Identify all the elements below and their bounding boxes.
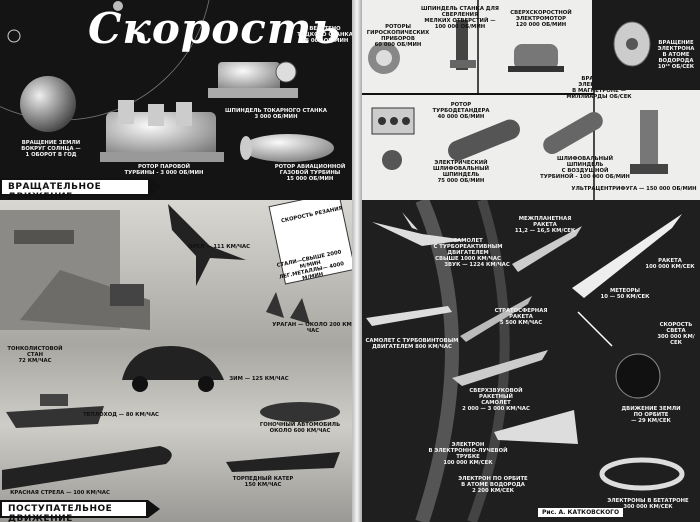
label-steam-turbine: РОТОР ПАРОВОЙ ТУРБИНЫ - 3 000 об/мин: [124, 164, 204, 176]
banner-translational-motion: ПОСТУПАТЕЛЬНОЕ ДВИЖЕНИЕ: [0, 500, 160, 522]
air-turbine-spindle-icon: [543, 112, 603, 154]
label-sound: ЗВУК — 1224 км/час: [444, 262, 510, 268]
translation-right-illustration: [366, 200, 685, 522]
label-light: СКОРОСТЬ СВЕТА 300 000 км/сек: [657, 322, 695, 346]
label-interplanetary: МЕЖПЛАНЕТНАЯ РАКЕТА 11,2 — 16,5 км/сек: [514, 216, 576, 234]
ship-icon: [6, 394, 104, 428]
panel-rotation-left: Скорость ВРАЩЕНИЕ ЗЕМЛИ ВОКРУГ СОЛНЦА — …: [0, 0, 352, 200]
label-electro-spindle: ЭЛЕКТРИЧЕСКИЙ ШЛИФОВАЛЬНЫЙ ШПИНДЕЛЬ 75 0…: [432, 160, 490, 184]
sun-light-icon: [615, 353, 661, 399]
rolling-mill-icon: [0, 210, 150, 330]
torpedo-boat-icon: [226, 452, 340, 472]
label-torpedo-boat: ТОРПЕДНЫЙ КАТЕР 150 км/час: [232, 476, 294, 488]
label-stratospheric: СТРАТОСФЕРНАЯ РАКЕТА 5 500 км/час: [494, 308, 548, 326]
betatron-ring-icon: [599, 457, 685, 491]
rotation-right-illustration: [362, 0, 668, 200]
label-earth-rotation: ВРАЩЕНИЕ ЗЕМЛИ ВОКРУГ СОЛНЦА — 1 ОБОРОТ …: [21, 140, 81, 158]
gyro-rotor-icon: [368, 42, 400, 74]
meteor-icon: [577, 311, 613, 347]
interplanetary-rocket-icon: [512, 226, 582, 272]
steam-turbine-icon: [100, 100, 224, 162]
label-zim: ЗИМ — 125 км/час: [229, 376, 289, 382]
supersonic-plane-icon: [452, 350, 548, 386]
label-earth-orbit: ДВИЖЕНИЕ ЗЕМЛИ ПО ОРБИТЕ — 29 км/сек: [621, 406, 681, 424]
electric-spindle-icon: [448, 119, 520, 161]
label-betatron: ЭЛЕКТРОНЫ В БЕТАТРОНЕ 300 000 км/сек: [607, 498, 689, 510]
race-car-icon: [260, 402, 340, 422]
label-race-car: ГОНОЧНЫЙ АВТОМОБИЛЬ около 600 км/час: [259, 422, 341, 434]
label-ultracentrifuge: УЛЬТРАЦЕНТРИФУГА — 150 000 об/мин: [571, 186, 697, 192]
red-arrow-train-icon: [2, 446, 172, 490]
label-electromotor: СВЕРХСКОРОСТНОЙ ЭЛЕКТРОМОТОР 120 000 об/…: [510, 10, 572, 28]
label-electron-hydrogen: ВРАЩЕНИЕ ЭЛЕКТРОНА В АТОМЕ ВОДОРОДА 10¹⁶…: [657, 40, 695, 70]
label-turboexpander: РОТОР ТУРБОДЕТАНДЕРА 40 000 об/мин: [432, 102, 490, 120]
eagle-icon: [168, 204, 246, 286]
label-meteors: МЕТЕОРЫ 10 — 50 км/сек: [600, 288, 650, 300]
label-lathe-spindle: ШПИНДЕЛЬ ТОКАРНОГО СТАНКА 3 000 об/мин: [224, 108, 327, 120]
panel-translation-right: САМОЛЕТ С ТУРБОРЕАКТИВНЫМ ДВИГАТЕЛЕМ свы…: [362, 200, 700, 522]
electromotor-icon: [508, 44, 564, 72]
label-hurricane: УРАГАН — около 200 км/час: [272, 322, 352, 334]
rotation-left-illustration: [0, 0, 334, 162]
label-eagle: ОРЕЛ — 111 км/час: [187, 244, 251, 250]
turboprop-plane-icon: [366, 306, 452, 326]
label-turbojet: САМОЛЕТ С ТУРБОРЕАКТИВНЫМ ДВИГАТЕЛЕМ свы…: [433, 238, 503, 262]
label-red-arrow: КРАСНАЯ СТРЕЛА — 100 км/час: [10, 490, 110, 496]
translation-left-illustration: [0, 204, 340, 490]
panel-electron-hydrogen: ВРАЩЕНИЕ ЭЛЕКТРОНА В АТОМЕ ВОДОРОДА 10¹⁶…: [592, 0, 700, 90]
lathe-machine-icon: [208, 61, 298, 98]
turboexpander-icon: [371, 107, 415, 170]
earth-globe-icon: [20, 76, 76, 132]
zim-car-icon: [122, 346, 224, 392]
label-rolling-mill: ТОНКОЛИСТОВОЙ СТАН 72 км/час: [7, 346, 63, 364]
drill-press-icon: [450, 20, 476, 70]
label-electron-orbit: ЭЛЕКТРОН ПО ОРБИТЕ В АТОМЕ ВОДОРОДА 2 20…: [458, 476, 528, 494]
label-electron-tube: ЭЛЕКТРОН В ЭЛЕКТРОННО-ЛУЧЕВОЙ ТРУБКЕ 100…: [428, 442, 508, 466]
stratospheric-rocket-icon: [460, 296, 532, 342]
hurricane-trees-icon: [266, 292, 310, 324]
label-rocket: РАКЕТА 100 000 км/сек: [645, 258, 695, 270]
ultracentrifuge-icon: [630, 110, 668, 174]
page-title: Скорость: [88, 4, 341, 53]
illustration-credit: Рис. А. КАТКОВСКОГО: [538, 508, 624, 517]
label-turboprop: САМОЛЕТ С ТУРБОВИНТОВЫМ ДВИГАТЕЛЕМ 800 к…: [365, 338, 459, 350]
big-rocket-icon: [572, 214, 682, 298]
label-gyro: РОТОРЫ ГИРОСКОПИЧЕСКИХ ПРИБОРОВ 60 000 о…: [366, 24, 430, 48]
label-spindle-small: ВЕРЕТЕНО ТАЦКОГО СТАНКА 18 000 об/мин: [297, 26, 352, 44]
panel-translation-left: СКОРОСТЬ РЕЗАНИЯ СТАЛИ—СВЫШЕ 2000 м/мин …: [0, 200, 352, 522]
page-gutter: [352, 0, 362, 522]
gas-turbine-rotor-icon: [240, 134, 334, 162]
label-ship: ТЕПЛОХОД — 80 км/час: [83, 412, 159, 418]
turbojet-plane-icon: [372, 212, 466, 246]
label-drill-spindle: ШПИНДЕЛЬ СТАНКА ДЛЯ СВЕРЛЕНИЯ МЕЛКИХ ОТВ…: [421, 6, 499, 30]
label-air-turbine-spindle: ШЛИФОВАЛЬНЫЙ ШПИНДЕЛЬ С ВОЗДУШНОЙ ТУРБИН…: [540, 156, 630, 180]
electron-tube-icon: [494, 410, 578, 444]
label-gas-turbine: РОТОР АВИАЦИОННОЙ ГАЗОВОЙ ТУРБИНЫ 15 000…: [274, 164, 346, 182]
banner-rotational-motion: ВРАЩАТЕЛЬНОЕ ДВИЖЕНИЕ: [0, 178, 162, 202]
label-supersonic: СВЕРХЗВУКОВОЙ РАКЕТНЫЙ САМОЛЕТ 2 000 — 3…: [462, 388, 530, 412]
